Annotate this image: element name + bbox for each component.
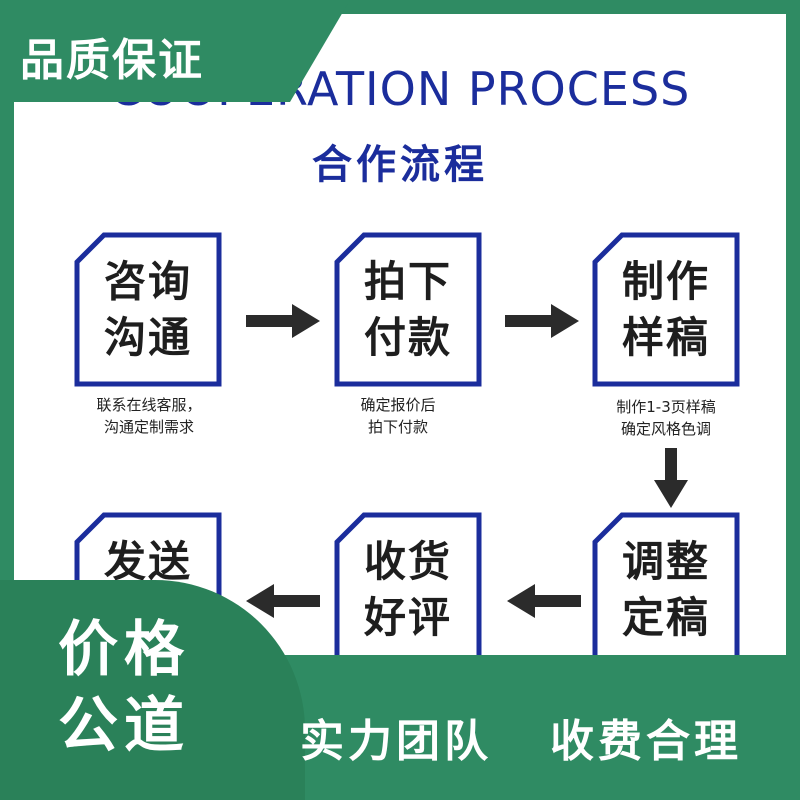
step-label: 制作 样稿 [592,254,740,366]
step-card-adjust: 调整 定稿 [592,512,740,667]
step-label-line2: 付款 [363,313,452,362]
step-label: 收货 好评 [334,534,482,646]
step-card-receive: 收货 好评 [334,512,482,667]
step-note-line1: 确定报价后 [360,396,436,414]
price-text: 价格 公道 [58,612,190,764]
step-card-consult: 咨询 沟通 [74,232,222,387]
step-note-draft: 制作1-3页样稿 确定风格色调 [571,396,761,440]
step-label-line1: 拍下 [363,257,452,306]
step-card-payment: 拍下 付款 [334,232,482,387]
quality-badge: 品质保证 [0,0,360,102]
badge-shape [0,0,350,102]
step-note-line1: 制作1-3页样稿 [616,398,716,416]
slogan-fees: 收费合理 [550,716,742,767]
arrow-down-icon [654,448,688,508]
step-note-consult: 联系在线客服， 沟通定制需求 [54,394,244,438]
step-note-line2: 确定风格色调 [620,420,711,438]
page-title-chinese: 合作流程 [312,142,488,188]
price-line1: 价格 [58,615,190,685]
step-card-draft: 制作 样稿 [592,232,740,387]
step-label-line2: 样稿 [621,313,710,362]
step-label: 咨询 沟通 [74,254,222,366]
step-label-line1: 收货 [363,537,452,586]
step-label: 拍下 付款 [334,254,482,366]
step-label: 调整 定稿 [592,534,740,646]
step-label-line1: 调整 [621,537,710,586]
step-note-line1: 联系在线客服， [96,396,202,414]
card-frame [334,232,482,387]
step-label-line1: 制作 [621,257,710,306]
arrow-left-icon [507,584,581,618]
arrow-right-icon [246,304,320,338]
step-note-payment: 确定报价后 拍下付款 [303,394,493,438]
step-label-line2: 好评 [363,593,452,642]
card-frame [592,232,740,387]
quality-badge-text: 品质保证 [20,35,204,86]
arrow-left-icon [246,584,320,618]
slogan-team: 实力团队 [300,716,492,767]
step-note-line2: 拍下付款 [367,418,428,436]
step-label-line2: 沟通 [103,313,192,362]
step-label: 发送 [74,534,222,590]
price-line2: 公道 [58,691,190,761]
card-frame [74,232,222,387]
step-label-line2: 定稿 [621,593,710,642]
step-note-line2: 沟通定制需求 [103,418,194,436]
price-block [0,580,305,800]
step-label-line1: 咨询 [103,257,192,306]
step-label-line1: 发送 [103,537,192,586]
arrow-right-icon [505,304,579,338]
